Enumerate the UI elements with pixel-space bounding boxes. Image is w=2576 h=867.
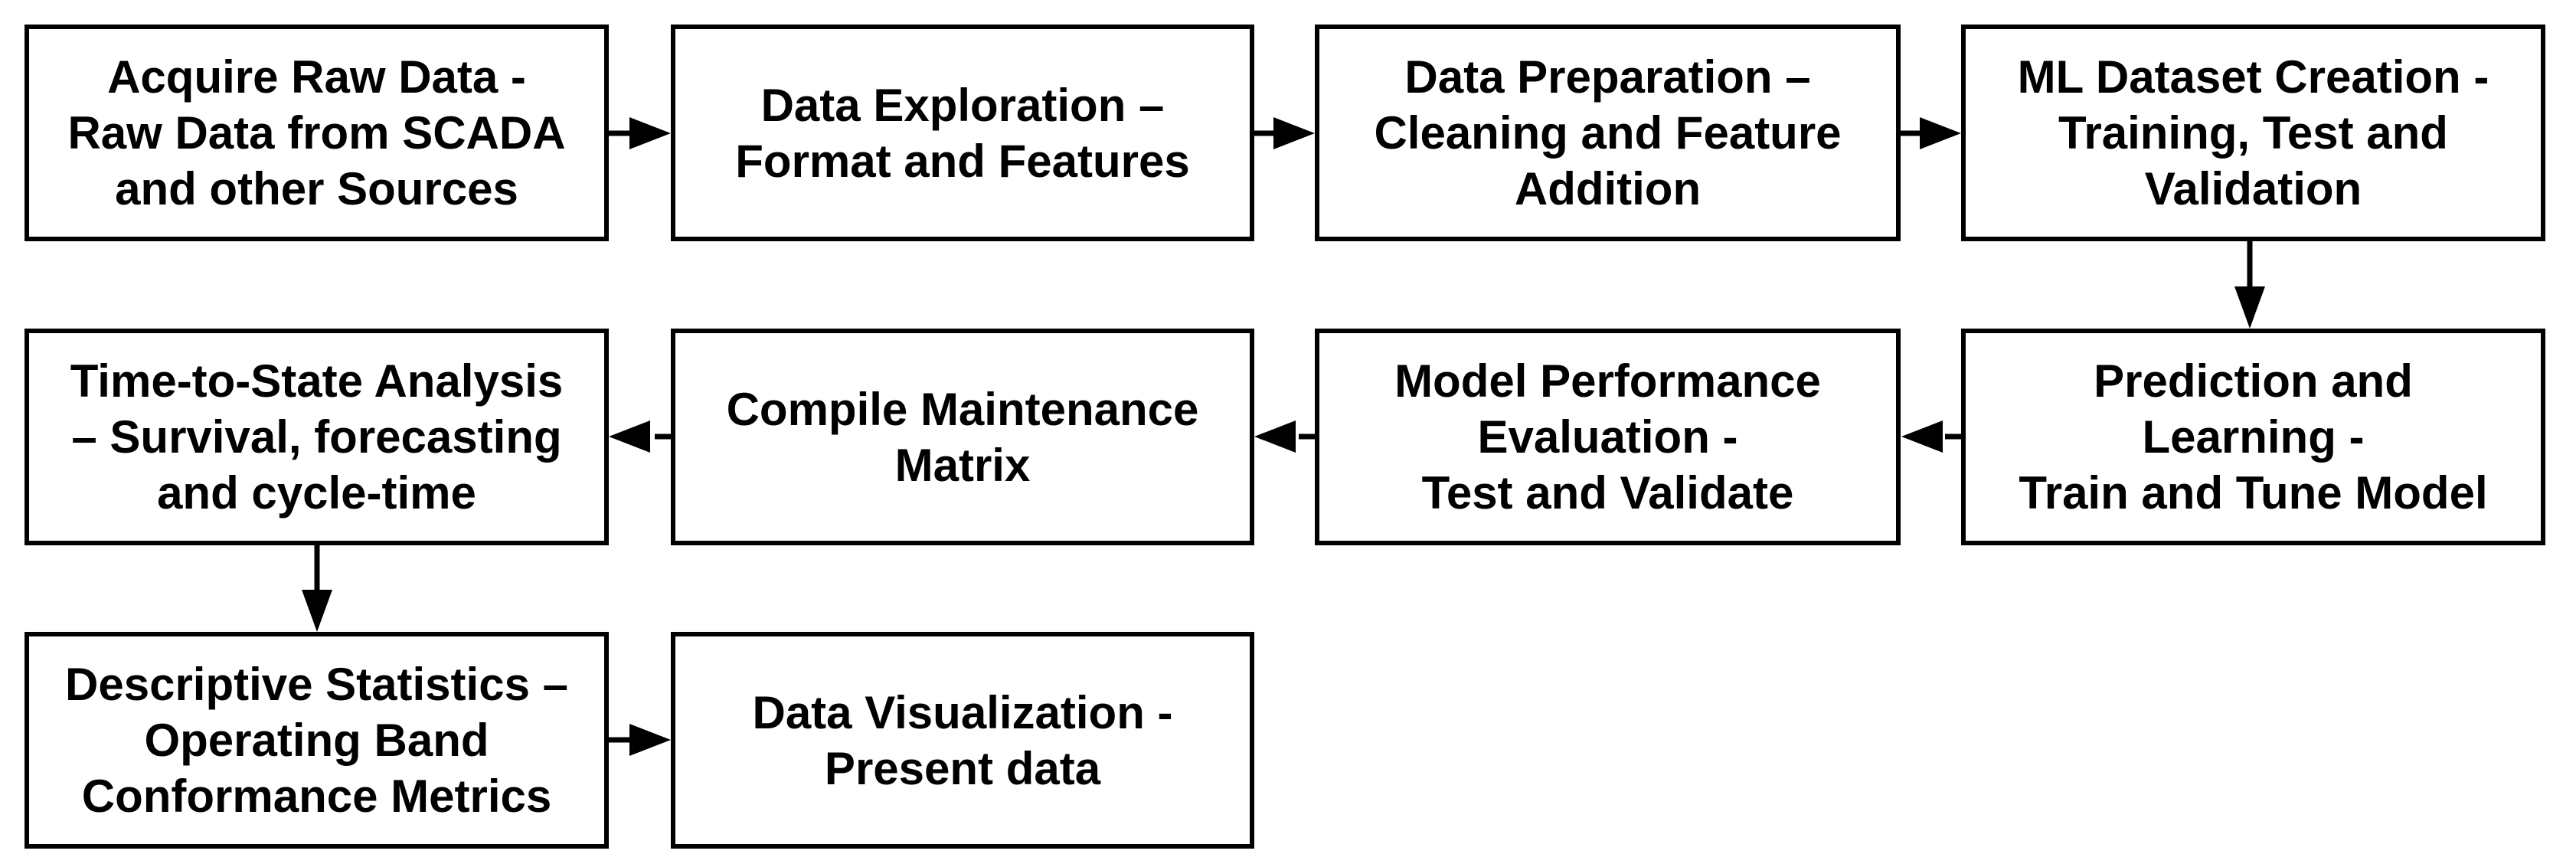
node-model-performance-evaluation-label: Model Performance Evaluation - Test and … — [1394, 355, 1821, 519]
node-prediction-and-learning-label: Prediction and Learning - Train and Tune… — [2019, 355, 2488, 519]
arrow-prediction-to-evaluation — [1901, 420, 1961, 453]
arrow-preparation-to-dataset — [1901, 117, 1961, 149]
node-acquire-raw-data: Acquire Raw Data - Raw Data from SCADA a… — [25, 25, 609, 241]
node-data-exploration-label: Data Exploration – Format and Features — [735, 79, 1190, 187]
node-data-exploration: Data Exploration – Format and Features — [671, 25, 1254, 241]
node-model-performance-evaluation: Model Performance Evaluation - Test and … — [1315, 329, 1901, 545]
arrow-time-to-state-to-descriptive — [302, 545, 332, 632]
arrow-descriptive-to-visualization — [609, 724, 671, 756]
node-time-to-state-analysis-label: Time-to-State Analysis – Survival, forec… — [70, 355, 564, 519]
node-data-preparation-label: Data Preparation – Cleaning and Feature … — [1374, 51, 1842, 214]
arrow-dataset-to-prediction — [2234, 241, 2265, 329]
arrow-exploration-to-preparation — [1254, 117, 1315, 149]
node-data-visualization: Data Visualization - Present data — [671, 632, 1254, 849]
node-compile-maintenance-matrix: Compile Maintenance Matrix — [671, 329, 1254, 545]
node-ml-dataset-creation-label: ML Dataset Creation - Training, Test and… — [2017, 51, 2489, 214]
node-prediction-and-learning: Prediction and Learning - Train and Tune… — [1961, 329, 2545, 545]
arrow-evaluation-to-matrix — [1254, 420, 1315, 453]
node-data-preparation: Data Preparation – Cleaning and Feature … — [1315, 25, 1901, 241]
arrow-matrix-to-time-to-state — [609, 420, 671, 453]
node-data-visualization-label: Data Visualization - Present data — [752, 686, 1173, 794]
node-descriptive-statistics-label: Descriptive Statistics – Operating Band … — [65, 659, 568, 822]
node-descriptive-statistics: Descriptive Statistics – Operating Band … — [25, 632, 609, 849]
arrow-acquire-to-exploration — [609, 117, 671, 149]
node-compile-maintenance-matrix-label: Compile Maintenance Matrix — [726, 383, 1199, 491]
node-acquire-raw-data-label: Acquire Raw Data - Raw Data from SCADA a… — [67, 51, 566, 214]
node-ml-dataset-creation: ML Dataset Creation - Training, Test and… — [1961, 25, 2545, 241]
node-time-to-state-analysis: Time-to-State Analysis – Survival, forec… — [25, 329, 609, 545]
